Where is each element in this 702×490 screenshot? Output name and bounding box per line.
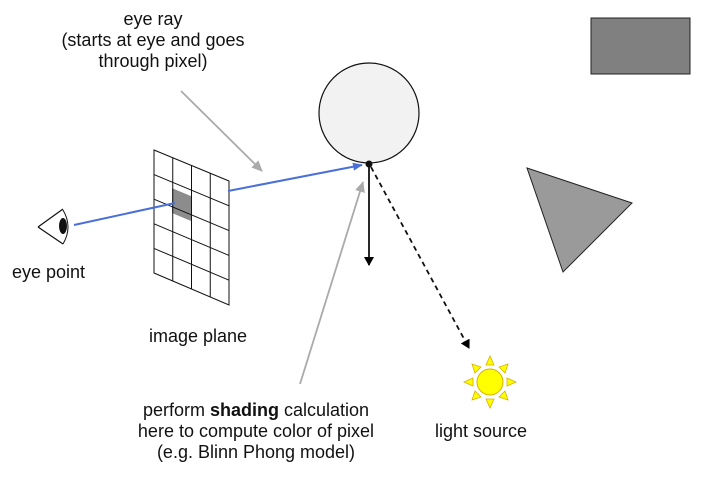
light-source-label: light source (435, 421, 528, 441)
image-plane-grid (153, 149, 230, 306)
shading-label-line-2: here to compute color of pixel (137, 421, 375, 441)
eye-ray-label-line-3: through pixel) (98, 51, 208, 71)
shading-label-line-3: (e.g. Blinn Phong model) (156, 442, 356, 462)
pixel-cell (172, 188, 191, 221)
shading-label: perform shading calculation here to comp… (104, 400, 408, 463)
sphere-object (318, 62, 420, 164)
rectangle-object (590, 17, 691, 75)
eye-point-label: eye point (12, 262, 86, 282)
eye-icon (37, 208, 69, 245)
eye-ray-pointer-arrow (180, 90, 263, 172)
shading-label-line-1: perform shading calculation (142, 400, 370, 420)
shading-pointer-arrow (299, 181, 365, 385)
sun-icon (463, 355, 517, 409)
eye-ray-label: eye ray (starts at eye and goes through … (41, 9, 265, 72)
triangle-object (526, 167, 633, 273)
shadow-ray-arrow (370, 166, 470, 349)
eye-ray-label-line-2: (starts at eye and goes (61, 30, 245, 50)
image-plane-label: image plane (149, 326, 248, 346)
eye-ray-label-line-1: eye ray (123, 9, 183, 29)
eye-ray (73, 162, 363, 226)
hit-point (365, 160, 373, 168)
